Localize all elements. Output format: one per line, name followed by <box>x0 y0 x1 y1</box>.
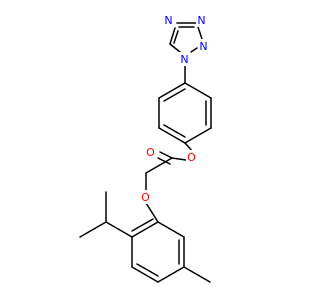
bond-r1-r2-double <box>131 218 154 232</box>
tetrazole-n4-label: N <box>164 14 172 27</box>
bond-r3-r4 <box>131 266 159 283</box>
atom-tetrazole-n4: N <box>163 13 174 27</box>
bond-b3-b4 <box>184 127 212 144</box>
bond-layer <box>79 22 212 283</box>
bond-carbonyl-o-double <box>157 157 171 165</box>
bond-c5-n4 <box>169 27 176 45</box>
tetrazole-n2-label: N <box>199 40 207 53</box>
bond-r6-r1 <box>157 221 185 238</box>
carbonyl-o-label: O <box>146 146 155 159</box>
atom-label-layer: N N N N O O O <box>140 13 209 204</box>
atom-tetrazole-n3: N <box>196 13 207 27</box>
bond-c5-n4-double <box>173 30 179 44</box>
bond-b4-b5-double <box>163 124 186 138</box>
bond-ether-o-aryl <box>145 202 159 223</box>
bond-carbonyl-o <box>159 151 173 159</box>
bond-b1-b2 <box>184 82 212 99</box>
bond-r4-r5 <box>157 266 185 283</box>
bond-b6-b1-double <box>163 88 186 102</box>
bond-r5-methyl <box>183 266 211 283</box>
atom-carbonyl-o: O <box>145 145 156 159</box>
bond-carbonyl-ch2 <box>145 157 173 174</box>
bond-r3-r4-double <box>136 263 159 277</box>
ester-o-label: O <box>187 151 196 164</box>
bond-b6-b1 <box>158 82 186 99</box>
bond-n2-n1 <box>190 47 198 53</box>
bond-n1-c5 <box>169 43 181 53</box>
bond-isopropyl-me2 <box>79 221 107 238</box>
bond-b4-b5 <box>158 127 186 144</box>
atom-tetrazole-n2: N <box>198 39 209 53</box>
ether-o-label: O <box>141 191 150 204</box>
bond-r1-r2 <box>131 221 159 238</box>
tetrazole-n1-label: N <box>180 53 188 66</box>
molecule-structure: N N N N O O O <box>79 13 212 283</box>
bond-ester-o-carbonyl <box>171 157 187 161</box>
tetrazole-n3-label: N <box>197 14 205 27</box>
atom-ether-o: O <box>140 190 151 204</box>
atom-tetrazole-n1: N <box>179 52 190 66</box>
atom-ester-o: O <box>186 150 197 164</box>
bond-r2-isopropyl <box>105 221 133 238</box>
